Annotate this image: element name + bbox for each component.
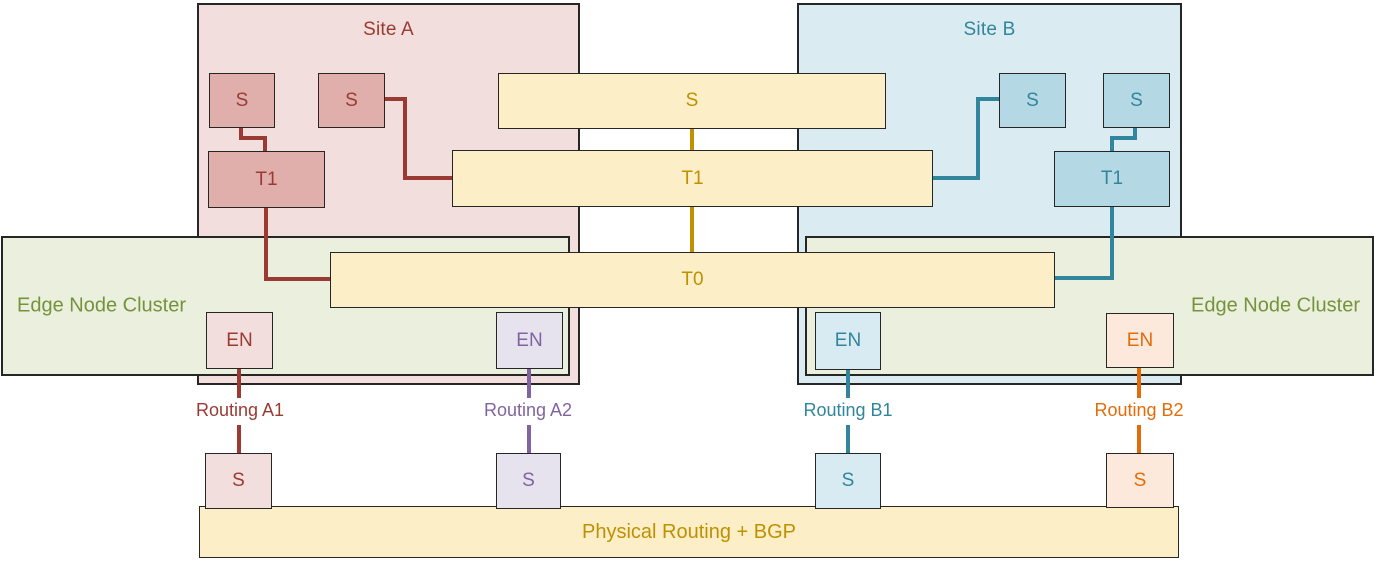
physical-switch-b1: S — [815, 453, 881, 509]
connector-sb-s2-t1b-v1 — [1133, 128, 1137, 140]
site-a-t1-gateway: T1 — [208, 151, 325, 208]
routing-b2-label: Routing B2 — [1094, 400, 1184, 420]
connector-sa-s2-midt1-h2 — [403, 176, 452, 180]
connector-sb-t1-t0-h — [1055, 276, 1114, 280]
connector-en-b1-label — [846, 370, 850, 398]
stretched-segment-s: S — [498, 73, 886, 129]
connector-sb-t1-t0-v — [1110, 207, 1114, 280]
connector-sa-s1-t1a-v1 — [239, 128, 243, 140]
physical-routing-bgp-bar: Physical Routing + BGP — [199, 506, 1179, 558]
connector-sa-s1-t1a-h — [239, 136, 267, 140]
connector-midt1-sb-s1-h1 — [933, 176, 980, 180]
stretched-t1-gateway: T1 — [452, 150, 933, 207]
connector-midt1-t0 — [690, 207, 694, 252]
connector-sb-s2-t1b-v2 — [1110, 136, 1114, 152]
edge-node-b2: EN — [1106, 313, 1174, 368]
site-b-segment-1: S — [999, 73, 1066, 128]
physical-switch-a2: S — [496, 453, 561, 509]
connector-label-bs-a1 — [237, 425, 241, 453]
edge-node-b1: EN — [815, 312, 881, 370]
edge-node-cluster-right-label: Edge Node Cluster — [1191, 294, 1360, 317]
site-a-title: Site A — [363, 19, 414, 40]
site-a-segment-2: S — [318, 73, 385, 128]
site-b-title: Site B — [963, 19, 1016, 40]
physical-switch-a1: S — [205, 453, 272, 509]
routing-a1-label: Routing A1 — [195, 400, 285, 420]
connector-sa-s2-midt1-v — [403, 97, 407, 180]
routing-a2-label: Routing A2 — [483, 400, 573, 420]
connector-sa-t1-t0-v — [264, 208, 268, 281]
connector-sa-t1-t0-h — [264, 277, 330, 281]
physical-switch-b2: S — [1106, 453, 1174, 508]
edge-node-a2: EN — [496, 312, 563, 369]
routing-b1-label: Routing B1 — [803, 400, 893, 420]
connector-sa-s1-t1a-v2 — [263, 136, 267, 152]
connector-sb-s2-t1b-h — [1110, 136, 1137, 140]
connector-label-bs-b2 — [1137, 425, 1141, 453]
connector-midt1-sb-s1-v — [976, 97, 980, 180]
t0-gateway: T0 — [330, 252, 1055, 308]
site-b-segment-2: S — [1103, 73, 1170, 128]
edge-node-cluster-left-label: Edge Node Cluster — [17, 294, 186, 317]
site-b-t1-gateway: T1 — [1054, 151, 1170, 207]
connector-en-a1-label — [237, 369, 241, 398]
edge-node-a1: EN — [206, 312, 273, 369]
site-a-segment-1: S — [209, 73, 275, 128]
connector-midt1-sb-s1-h2 — [976, 97, 999, 101]
connector-mids-midt1 — [690, 129, 694, 150]
connector-en-b2-label — [1137, 368, 1141, 398]
connector-sa-s2-midt1-h1 — [385, 97, 407, 101]
connector-label-bs-a2 — [527, 425, 531, 453]
connector-label-bs-b1 — [846, 425, 850, 453]
connector-en-a2-label — [527, 369, 531, 398]
